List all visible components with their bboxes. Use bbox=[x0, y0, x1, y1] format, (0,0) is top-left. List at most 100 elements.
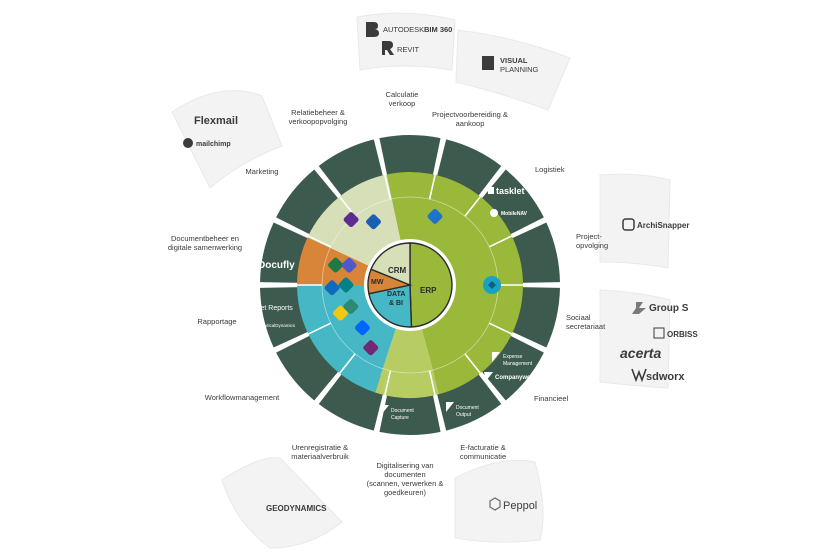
pie-erp bbox=[409, 242, 453, 328]
revit-text: REVIT bbox=[397, 45, 420, 54]
segment-label-urenregistratie: materiaalverbruik bbox=[291, 452, 349, 461]
ring-divider bbox=[464, 353, 482, 374]
app-icon-layer bbox=[324, 208, 501, 356]
segment-label-relatiebeheer: Relatiebeheer & bbox=[291, 108, 345, 117]
segment-label-projectvoorbereiding: aankoop bbox=[456, 119, 485, 128]
segment-label-rapportage: Rapportage bbox=[197, 317, 236, 326]
document-capture-logo-1: Document bbox=[391, 408, 414, 414]
revit-r-icon bbox=[382, 41, 394, 55]
powerapps-icon bbox=[343, 212, 359, 228]
segment-label-logistiek: Logistiek bbox=[535, 165, 565, 174]
flexmail-logo: Flexmail bbox=[194, 115, 238, 127]
segment-label-digitalisering: Digitalisering van bbox=[376, 461, 433, 470]
mobilenav-icon bbox=[490, 209, 498, 217]
segment-label-sociaal: Sociaal bbox=[566, 313, 591, 322]
peppol-logo: Peppol bbox=[503, 500, 537, 512]
outlook-icon bbox=[324, 280, 340, 296]
ring-erp bbox=[386, 171, 524, 395]
dynamics365-icon bbox=[427, 208, 443, 224]
pie-crm bbox=[370, 242, 411, 287]
power-automate-icon bbox=[354, 320, 370, 336]
segment-label-efacturatie: E-facturatie & bbox=[460, 443, 505, 452]
excel-icon bbox=[328, 257, 344, 273]
expense-logo-1: Expense bbox=[503, 354, 523, 360]
acerta-logo: acerta bbox=[620, 345, 661, 361]
ring-data-bi bbox=[297, 285, 397, 393]
center-label-bi: & BI bbox=[389, 300, 403, 307]
document-output-logo-1: Document bbox=[456, 405, 479, 411]
partner-cloud-layer bbox=[171, 12, 671, 549]
document-capture-icon bbox=[381, 405, 389, 415]
ring-divider bbox=[338, 353, 356, 374]
ring-divider bbox=[307, 235, 332, 248]
document-output-icon bbox=[446, 402, 454, 412]
cloud-flexmail bbox=[171, 90, 283, 189]
business-central-icon-core bbox=[488, 281, 496, 289]
autodesk-b-icon bbox=[366, 22, 379, 37]
segment-label-marketing: Marketing bbox=[246, 167, 279, 176]
groups-icon bbox=[632, 302, 646, 314]
autodesk-text: AUTODESK bbox=[383, 25, 424, 34]
ring-divider bbox=[488, 322, 513, 335]
powerbi-icon bbox=[333, 305, 348, 321]
segment-label-projectopvolging: opvolging bbox=[576, 241, 608, 250]
center-label-crm: CRM bbox=[388, 266, 407, 275]
geodynamics-logo: GEODYNAMICS bbox=[266, 504, 327, 513]
tasklet-icon bbox=[488, 187, 494, 194]
powerapps-flow-icon bbox=[363, 340, 379, 356]
segment-label-financieel: Financieel bbox=[534, 394, 569, 403]
segment-label-digitalisering: goedkeuren) bbox=[384, 488, 427, 497]
center-label-data: DATA bbox=[387, 291, 405, 298]
center-label-erp: ERP bbox=[420, 286, 437, 295]
sdworx-logo: sdworx bbox=[646, 371, 685, 383]
center-label-mw: MW bbox=[371, 279, 384, 286]
segment-label-digitalisering: (scannen, verwerken & bbox=[367, 479, 444, 488]
visual-planning-icon bbox=[482, 56, 494, 70]
segment-label-documentbeheer: digitale samenwerking bbox=[168, 243, 242, 252]
sharepoint-icon bbox=[338, 277, 354, 293]
segment-label-digitalisering: documenten bbox=[384, 470, 425, 479]
ring-divider bbox=[428, 174, 436, 200]
docufly-logo: Docufly bbox=[258, 260, 295, 271]
ring-divider bbox=[464, 196, 482, 217]
segment-label-workflow: Workflowmanagement bbox=[205, 393, 280, 402]
dynamics-crm-icon bbox=[366, 214, 381, 230]
cloud-autodesk bbox=[356, 12, 456, 71]
ring-divider bbox=[488, 235, 513, 248]
ring-erp-light bbox=[375, 327, 440, 398]
expense-icon bbox=[492, 352, 500, 362]
tasklet-logo: tasklet bbox=[496, 186, 525, 196]
segment-label-calculatie: verkoop bbox=[389, 99, 416, 108]
teams-icon bbox=[341, 257, 357, 273]
ring-divider bbox=[384, 370, 392, 396]
document-capture-logo-2: Capture bbox=[391, 415, 409, 421]
orbiss-icon bbox=[653, 327, 665, 339]
mailchimp-logo: mailchimp bbox=[196, 141, 231, 148]
segment-label-sociaal: secretariaat bbox=[566, 322, 606, 331]
groups-logo: Group S bbox=[649, 303, 689, 314]
cloud-geodynamics bbox=[221, 457, 343, 549]
orbiss-logo: ORBISS bbox=[667, 330, 698, 339]
pie-data-bi bbox=[368, 284, 413, 328]
expense-logo-2: Management bbox=[503, 361, 533, 367]
sdworx-icon bbox=[631, 368, 647, 383]
segment-label-relatiebeheer: verkoopopvolging bbox=[289, 117, 348, 126]
visual-text: VISUAL bbox=[500, 56, 528, 65]
analyticaldynamics-logo: AnalyticalDynamics bbox=[256, 323, 296, 328]
segment-label-projectopvolging: Project- bbox=[576, 232, 602, 241]
companyweb-icon bbox=[484, 372, 493, 381]
ring-divider bbox=[384, 174, 392, 200]
peppol-icon bbox=[489, 497, 501, 511]
document-output-logo-2: Output bbox=[456, 412, 472, 418]
planning-text: PLANNING bbox=[500, 65, 539, 74]
cloud-archisnapper bbox=[599, 173, 671, 269]
companyweb-logo: Companyweb bbox=[495, 375, 534, 381]
segment-label-urenregistratie: Urenregistratie & bbox=[292, 443, 348, 452]
mailchimp-icon bbox=[183, 138, 193, 148]
dataverse-icon bbox=[343, 299, 359, 314]
archisnapper-logo: ArchiSnapper bbox=[637, 221, 689, 230]
